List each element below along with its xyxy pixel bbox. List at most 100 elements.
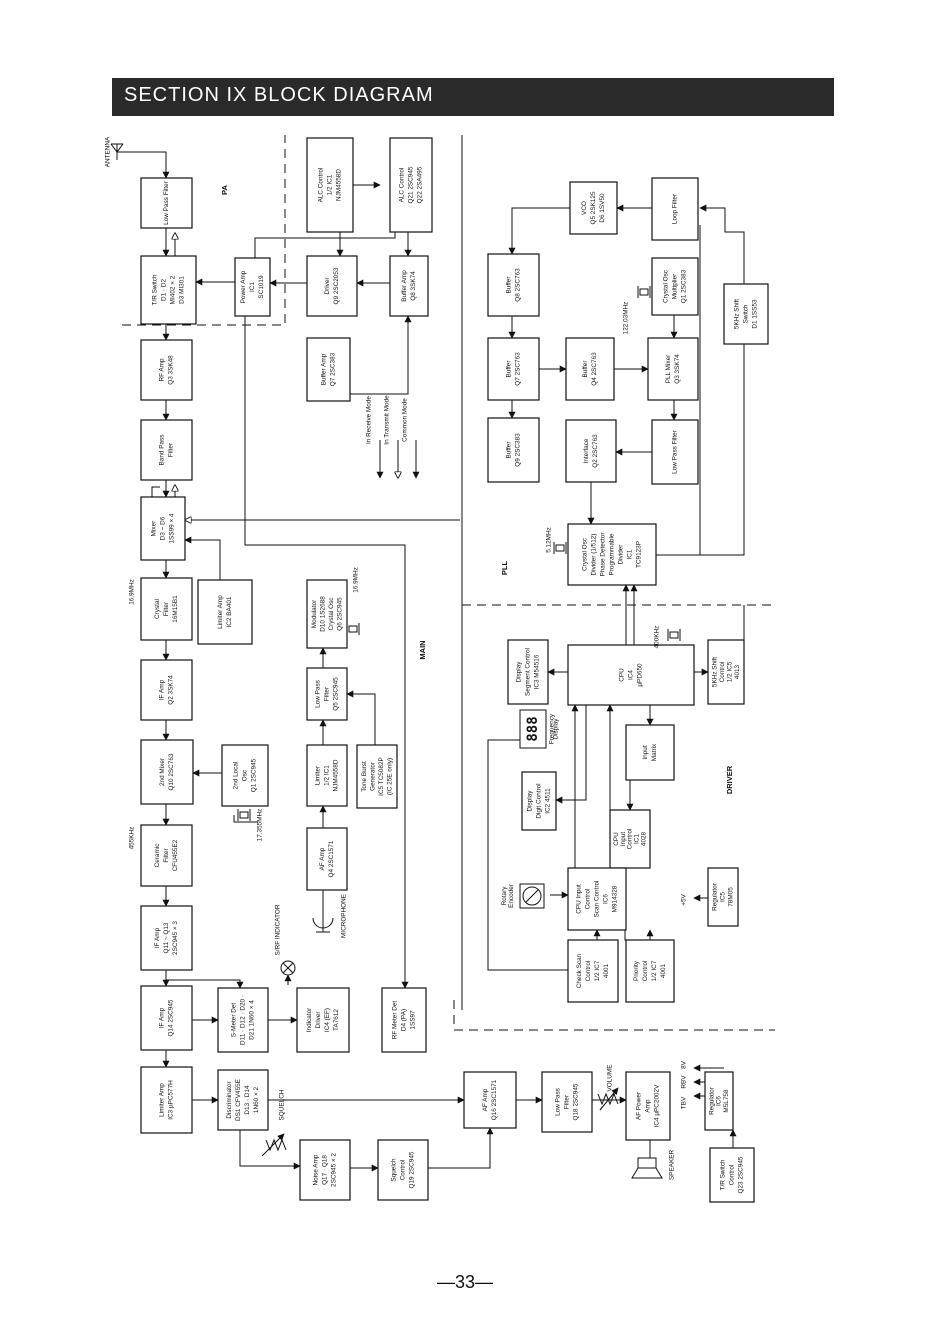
block-box xyxy=(651,419,699,485)
block-label-line: ALC Control xyxy=(318,168,325,203)
symbols: 888 xyxy=(110,143,681,1179)
block-label-line: 4013 xyxy=(734,664,741,679)
block-label-line: Phase Detector xyxy=(600,532,607,577)
block-box xyxy=(487,253,540,317)
block-label-line: AF Power xyxy=(636,1091,643,1120)
label-freq-512: 5.12MHz xyxy=(546,527,553,553)
block-label-line: Control xyxy=(400,1160,407,1181)
block-box xyxy=(140,824,193,887)
block-label-line: Tone Burst xyxy=(361,761,368,792)
block-box xyxy=(389,255,429,317)
block-box xyxy=(704,1071,734,1131)
page-number: —33— xyxy=(437,1272,494,1292)
crystal-icon-122 xyxy=(637,286,651,298)
block-label-line: Rotary xyxy=(501,886,508,906)
block-label-line: Crystal xyxy=(154,599,161,619)
block-label-line: Display xyxy=(516,661,523,683)
block-label-line: IC2 4511 xyxy=(545,788,552,814)
block-label-line: Loop Filter xyxy=(672,193,679,224)
block-box xyxy=(296,987,350,1053)
block-box xyxy=(140,177,193,229)
block-box xyxy=(377,1139,429,1201)
block-label-line: Indicator xyxy=(306,1007,313,1032)
block-label-line: 2SC945 × 3 xyxy=(172,921,179,955)
block-label-line: Q5 2SK125 xyxy=(590,191,597,224)
block-label-line: 4001 xyxy=(660,963,667,978)
label-freq-169b: 16.9MHz xyxy=(353,567,360,593)
block-label-line: IC1 xyxy=(633,834,640,844)
block-label-line: Driver xyxy=(315,1011,322,1029)
block-label-line: Q2 2SC763 xyxy=(592,434,599,468)
block-box xyxy=(299,1139,351,1201)
block-label-line: Frequency xyxy=(549,713,556,744)
block-label-line: D3 ~ D6 xyxy=(160,516,167,540)
block-label-line: 2SC945 × 2 xyxy=(331,1153,338,1187)
block-loop-filter: Loop Filter xyxy=(651,177,699,241)
block-label-line: Buffer Amp xyxy=(321,353,328,385)
block-label-line: Input xyxy=(642,745,649,759)
block-label-line: Filter xyxy=(324,686,331,701)
block-label-line: Q10 2SC763 xyxy=(168,753,175,790)
block-label-line: D6 1SV50 xyxy=(599,193,606,223)
block-label-line: Matrix xyxy=(651,743,658,761)
block-label-line: 2nd Mixer xyxy=(159,757,166,786)
block-label-line: Q14 2SC945 xyxy=(168,999,175,1036)
block-label-line: IC4 xyxy=(628,670,635,680)
label-pa: PA xyxy=(220,184,229,194)
block-label-line: IF Amp xyxy=(159,679,166,700)
block-label-line: (IC 25E only) xyxy=(386,758,393,795)
section-title-banner: SECTION IX BLOCK DIAGRAM xyxy=(112,78,834,116)
block-label-line: 1N60 × 2 xyxy=(253,1087,260,1114)
block-label-line: IF Amp xyxy=(154,927,161,948)
speaker-icon xyxy=(631,1157,663,1179)
block-box xyxy=(651,257,699,316)
block-label-line: Q1 2SC383 xyxy=(681,269,688,303)
block-label-line: Low Pass xyxy=(315,680,322,708)
block-label-line: IC6 xyxy=(603,894,610,904)
block-label-line: D3 MI301 xyxy=(179,276,186,304)
block-label-line: Q18 2SC945 xyxy=(573,1083,580,1120)
block-label-line: CFU455E2 xyxy=(172,839,179,871)
label-microphone: MICROPHONE xyxy=(341,894,348,938)
volume-pot-icon xyxy=(597,1087,619,1111)
block-box xyxy=(625,1071,671,1141)
block-label-line: 1/2 IC1 xyxy=(324,765,331,786)
block-box xyxy=(234,257,271,317)
block-label-line: ALC Control xyxy=(399,168,406,203)
block-box xyxy=(197,579,253,645)
block-box xyxy=(723,283,769,345)
block-box xyxy=(625,939,675,1003)
block-label-line: Control xyxy=(585,889,592,910)
block-label-line: Control xyxy=(642,961,649,982)
block-label-line: Q8 2SC763 xyxy=(515,268,522,302)
block-box xyxy=(140,419,193,481)
block-label-line: Amp xyxy=(645,1099,652,1113)
block-label-line: Buffer xyxy=(506,276,513,294)
block-label-line: IC6 xyxy=(716,1096,723,1106)
block-box xyxy=(521,771,557,831)
squelch-pot-icon xyxy=(261,1133,287,1157)
block-label-line: Driver xyxy=(324,277,331,295)
label-volume: VOLUME xyxy=(607,1065,614,1092)
block-label-line: Q3 3SK74 xyxy=(674,354,681,384)
block-label-line: 2nd Local xyxy=(233,762,240,790)
